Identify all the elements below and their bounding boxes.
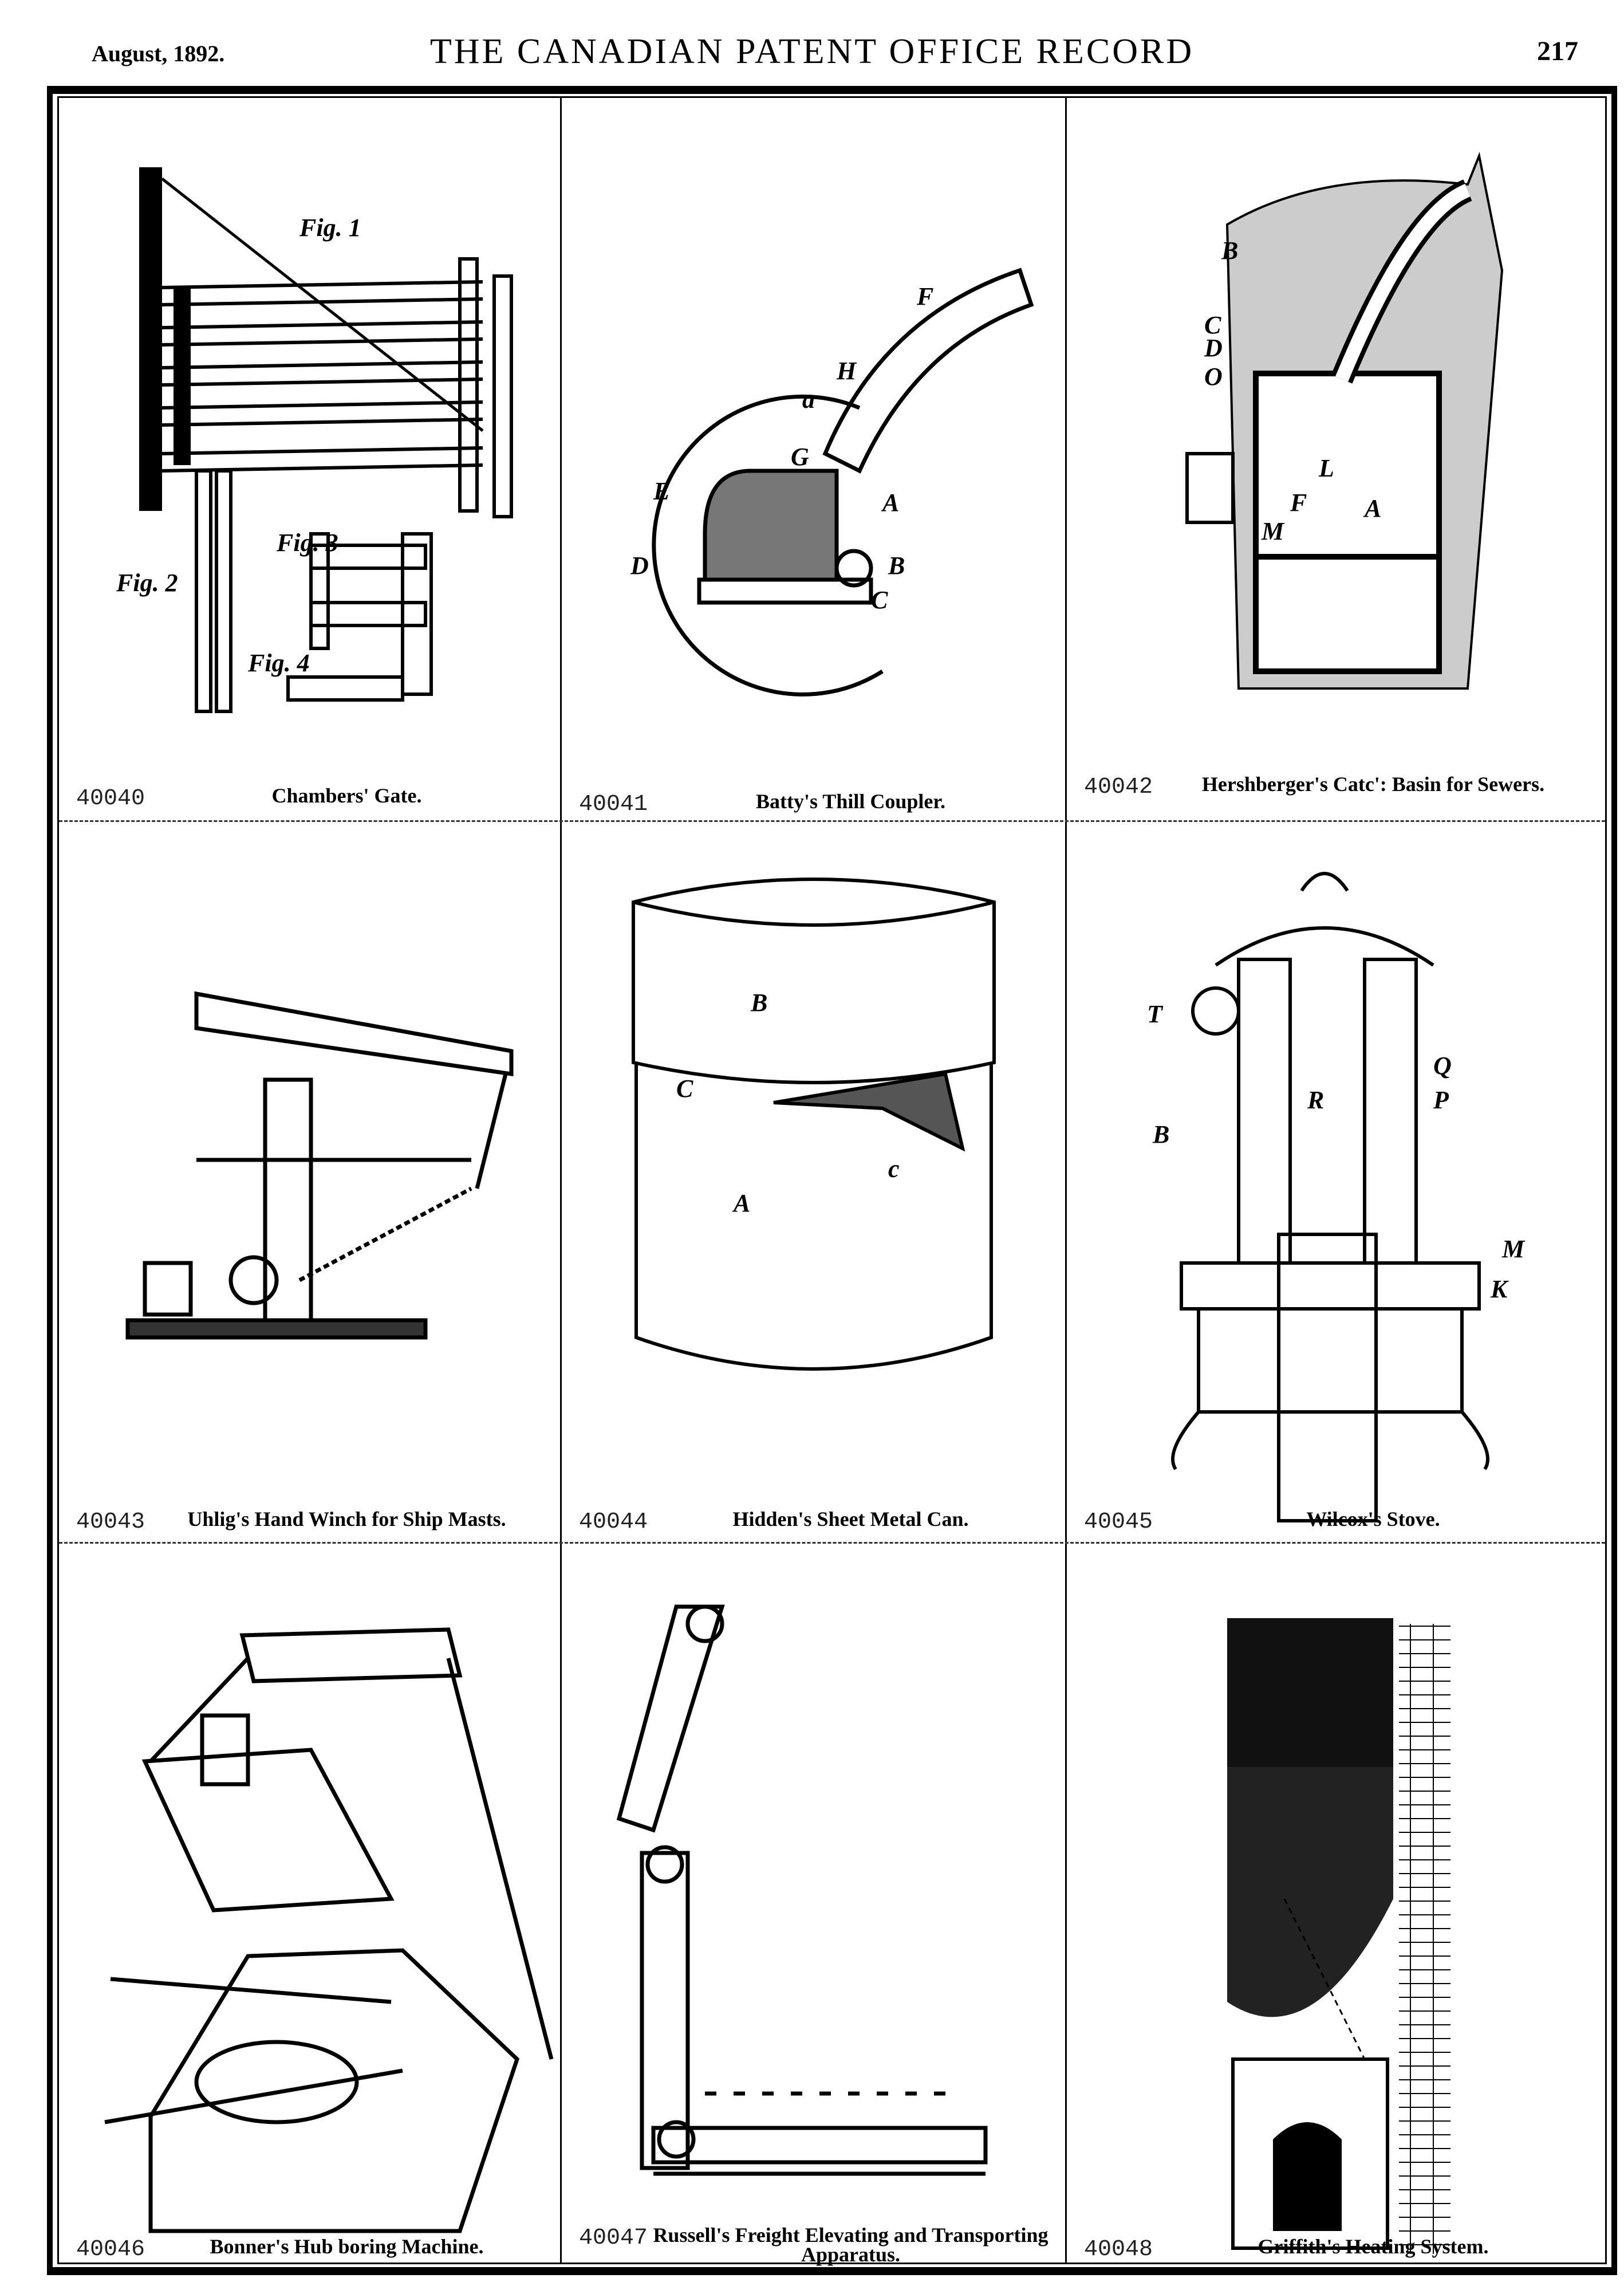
fig-label: Fig. 2 bbox=[116, 569, 178, 597]
fig-label: A bbox=[732, 1189, 750, 1217]
sheet-metal-can-drawing: B C A c bbox=[632, 878, 996, 1371]
fig-label: B bbox=[750, 989, 767, 1017]
patent-40048: 40048 Griffith's Heating System. bbox=[1067, 1544, 1605, 2268]
patent-number: 40043 bbox=[76, 1509, 145, 1535]
fig-label: E bbox=[653, 477, 670, 505]
patent-number: 40047 bbox=[579, 2225, 648, 2251]
fig-label: K bbox=[1490, 1275, 1509, 1303]
row-divider bbox=[59, 1542, 1605, 1544]
patent-40040: Fig. 1 Fig. 2 Fig. 3 Fig. 4 40040 Chambe… bbox=[59, 99, 560, 820]
patent-title: Hershberger's Catc': Basin for Sewers. bbox=[1201, 773, 1545, 796]
hub-boring-machine-drawing bbox=[104, 1627, 554, 2233]
fig-label: c bbox=[888, 1155, 900, 1183]
column-divider bbox=[1065, 96, 1067, 2264]
patent-number: 40046 bbox=[76, 2237, 145, 2263]
fig-label: B bbox=[1221, 237, 1238, 265]
heating-system-drawing bbox=[1227, 1618, 1450, 2254]
fig-label: P bbox=[1433, 1086, 1449, 1114]
fig-label: a bbox=[802, 385, 815, 414]
fig-label: Q bbox=[1433, 1052, 1452, 1080]
patent-title: Hidden's Sheet Metal Can. bbox=[732, 1508, 969, 1530]
inner-border bbox=[57, 96, 1607, 2264]
gate-drawing: Fig. 1 Fig. 2 Fig. 3 Fig. 4 bbox=[116, 167, 513, 713]
patent-40041: F H a G E A D B C 40041 Batty's Thill Co… bbox=[562, 99, 1065, 820]
issue-date: August, 1892. bbox=[92, 41, 225, 66]
page-border bbox=[47, 86, 1617, 2275]
patent-40042: B O D C F L M A 40042 Hershberger's Catc… bbox=[1067, 99, 1605, 820]
patent-40046: 40046 Bonner's Hub boring Machine. bbox=[59, 1544, 560, 2268]
fig-label: R bbox=[1307, 1086, 1324, 1114]
stove-drawing: T B Q P R M K bbox=[1147, 872, 1526, 1522]
patent-title: Batty's Thill Coupler. bbox=[755, 790, 946, 813]
patent-40047: 40047 Russell's Freight Elevating and Tr… bbox=[562, 1544, 1065, 2268]
fig-label: C bbox=[871, 586, 888, 614]
fig-label: D bbox=[630, 552, 649, 580]
fig-label: C bbox=[1204, 311, 1221, 339]
patent-number: 40041 bbox=[579, 792, 648, 817]
fig-label: T bbox=[1147, 1000, 1164, 1028]
patent-40045: T B Q P R M K 40045 Wilcox's Stove. bbox=[1067, 822, 1605, 1541]
catch-basin-drawing: B O D C F L M A bbox=[1185, 152, 1504, 690]
freight-elevator-drawing bbox=[616, 1604, 988, 2176]
fig-label: G bbox=[791, 443, 809, 471]
fig-label: M bbox=[1261, 517, 1285, 545]
fig-label: F bbox=[1290, 489, 1307, 517]
fig-label: C bbox=[676, 1075, 693, 1103]
hand-winch-drawing bbox=[125, 991, 514, 1340]
patent-title: Chambers' Gate. bbox=[271, 784, 422, 807]
fig-label: H bbox=[836, 357, 857, 385]
column-divider bbox=[560, 96, 562, 2264]
patent-title: Bonner's Hub boring Machine. bbox=[210, 2235, 484, 2258]
patent-title: Griffith's Heating System. bbox=[1258, 2235, 1489, 2258]
fig-label: M bbox=[1501, 1235, 1526, 1263]
patent-40043: 40043 Uhlig's Hand Winch for Ship Masts. bbox=[59, 822, 560, 1541]
patent-title: Wilcox's Stove. bbox=[1306, 1508, 1440, 1530]
fig-label: A bbox=[881, 489, 899, 517]
patent-number: 40040 bbox=[76, 786, 145, 812]
fig-label: Fig. 4 bbox=[247, 649, 310, 677]
fig-label: O bbox=[1204, 363, 1223, 391]
patent-number: 40042 bbox=[1084, 774, 1153, 800]
row-divider bbox=[59, 820, 1605, 822]
patent-title: Russell's Freight Elevating and Transpor… bbox=[653, 2224, 1048, 2266]
page-number: 217 bbox=[1537, 36, 1578, 66]
fig-label: Fig. 3 bbox=[276, 529, 338, 557]
patent-title: Uhlig's Hand Winch for Ship Masts. bbox=[187, 1508, 506, 1530]
patent-number: 40045 bbox=[1084, 1509, 1153, 1535]
patent-40044: B C A c 40044 Hidden's Sheet Metal Can. bbox=[562, 822, 1065, 1541]
fig-label: A bbox=[1363, 494, 1381, 522]
fig-label: D bbox=[1204, 334, 1223, 362]
fig-label: L bbox=[1318, 454, 1334, 482]
patent-number: 40044 bbox=[579, 1509, 648, 1535]
fig-label: F bbox=[916, 282, 933, 310]
patent-number: 40048 bbox=[1084, 2237, 1153, 2263]
publication-title: THE CANADIAN PATENT OFFICE RECORD bbox=[429, 32, 1195, 71]
fig-label: B bbox=[1152, 1120, 1169, 1148]
fig-label: B bbox=[888, 552, 905, 580]
fig-label: Fig. 1 bbox=[299, 214, 361, 242]
thill-coupler-drawing: F H a G E A D B C bbox=[630, 267, 1034, 697]
